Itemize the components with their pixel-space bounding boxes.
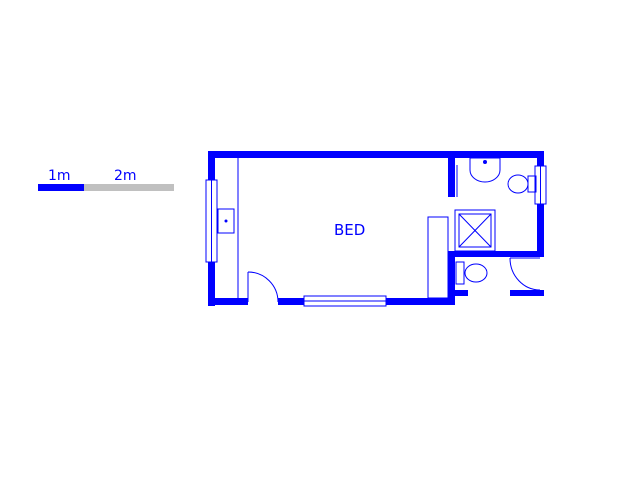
bath-basin-icon <box>469 157 501 183</box>
toilet-icon-lower <box>464 263 488 283</box>
left-cabinet <box>217 158 239 298</box>
shower-tray <box>454 209 496 252</box>
bathroom-fixtures <box>456 157 537 197</box>
scale-bar-segment-1 <box>38 184 84 191</box>
wall-bottom-mid2 <box>384 298 454 305</box>
wall-bath-vertical-lower <box>448 251 455 305</box>
wall-bottom-left <box>208 298 248 305</box>
wall-bottom-mid <box>278 298 306 305</box>
wall-top <box>208 151 544 158</box>
bathroom-door <box>509 257 541 291</box>
scale-label-2m: 2m <box>114 168 137 184</box>
scale-bar: 1m 2m <box>38 168 174 191</box>
toilet-icon-upper <box>507 174 529 194</box>
basin-icon <box>217 208 235 234</box>
windows <box>205 165 547 307</box>
wc-fixtures <box>455 261 488 285</box>
shower <box>454 209 496 252</box>
room-label-bed: BED <box>334 221 365 239</box>
wall-bath-divider <box>448 251 544 257</box>
wall-bottom-right <box>510 290 544 296</box>
cupboard <box>427 216 449 299</box>
wall-bath-vertical <box>448 151 455 197</box>
exterior-walls <box>208 151 544 306</box>
cupboard-box <box>427 216 449 299</box>
entry-door <box>247 271 279 303</box>
scale-bar-segment-2 <box>84 184 174 191</box>
wall-wc-bottom <box>448 290 468 296</box>
scale-label-1m: 1m <box>48 168 71 184</box>
